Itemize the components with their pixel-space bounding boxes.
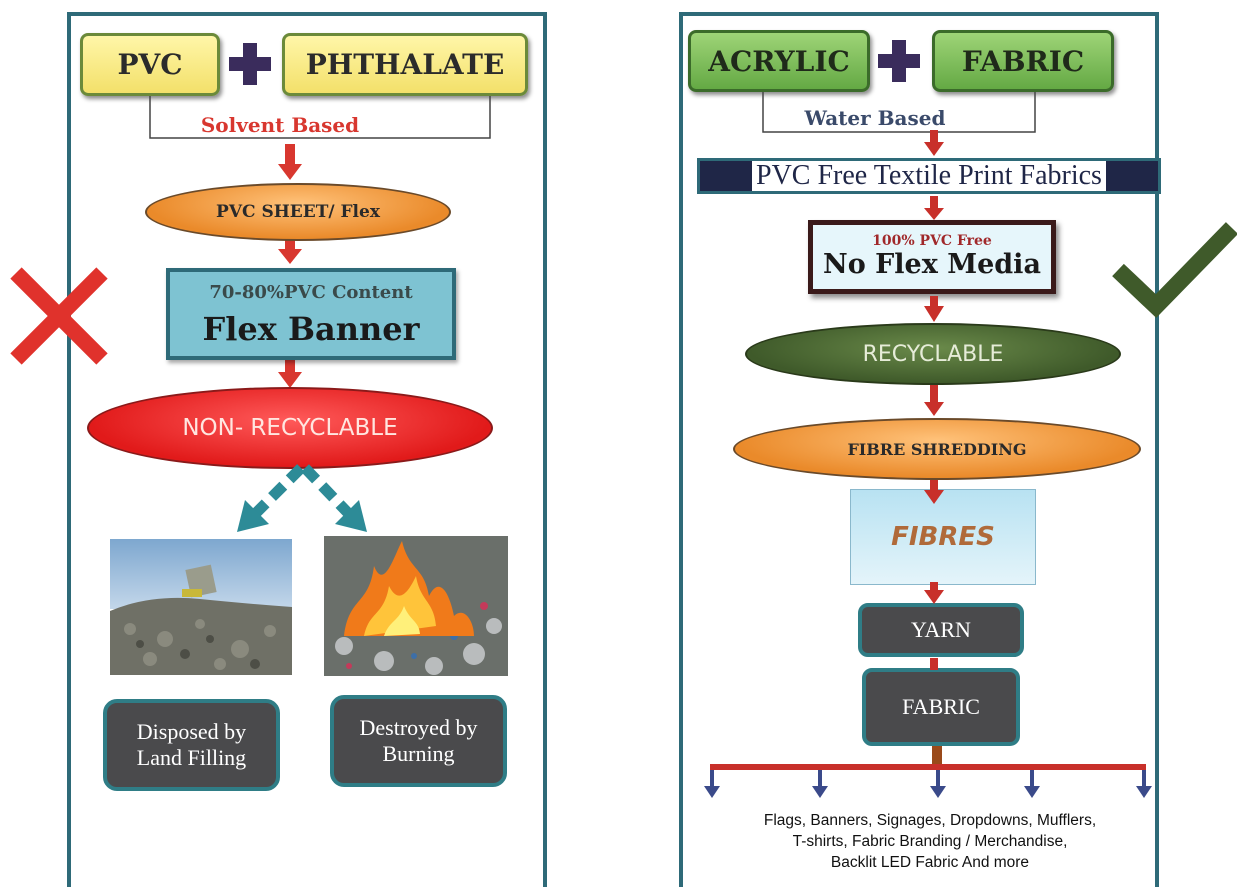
- burning-photo: [324, 536, 508, 676]
- solvent-bracket: [149, 96, 491, 139]
- water-label: Water Based: [804, 106, 946, 130]
- burning-box: Destroyed by Burning: [330, 695, 507, 787]
- check-icon: [1112, 222, 1237, 318]
- fabric-box: FABRIC: [862, 668, 1020, 746]
- uses-line-1: Flags, Banners, Signages, Dropdowns, Muf…: [763, 812, 1097, 829]
- distribution-arrows: [704, 746, 1152, 798]
- water-bracket: [762, 92, 1036, 133]
- fabric-box-top: FABRIC: [932, 30, 1114, 92]
- dashed-arrows: [237, 464, 367, 532]
- acrylic-box: ACRYLIC: [688, 30, 870, 92]
- textile-bar: PVC Free Textile Print Fabrics: [697, 158, 1161, 194]
- plus-icon-right: [878, 40, 920, 82]
- fibres-label: FIBRES: [891, 522, 995, 552]
- shredding-oval: FIBRE SHREDDING: [733, 418, 1141, 480]
- pvc-sheet-label: PVC SHEET/ Flex: [216, 202, 380, 222]
- landfill-box: Disposed by Land Filling: [103, 699, 280, 791]
- left-panel: [67, 12, 547, 887]
- left-flow-arrows: [278, 144, 302, 388]
- phthalate-box: PHTHALATE: [282, 33, 528, 96]
- pvc-sheet-oval: PVC SHEET/ Flex: [145, 183, 451, 241]
- fibres-box: FIBRES: [850, 489, 1036, 585]
- shredding-label: FIBRE SHREDDING: [847, 439, 1027, 459]
- landfill-photo: [110, 539, 292, 675]
- uses-line-2: T-shirts, Fabric Branding / Merchandise,: [792, 833, 1068, 850]
- solvent-label: Solvent Based: [200, 113, 360, 137]
- pvc-free-small-label: 100% PVC Free: [872, 233, 992, 249]
- pvc-content-label: 70-80%PVC Content: [209, 282, 413, 303]
- no-flex-label: No Flex Media: [823, 249, 1041, 280]
- recyclable-oval: RECYCLABLE: [745, 323, 1121, 385]
- cross-icon: [10, 267, 108, 365]
- uses-text: Flags, Banners, Signages, Dropdowns, Muf…: [700, 810, 1160, 873]
- pvc-box: PVC: [80, 33, 220, 96]
- flex-banner-box: 70-80%PVC Content Flex Banner: [166, 268, 456, 360]
- non-recyclable-label: NON- RECYCLABLE: [182, 415, 398, 441]
- recyclable-label: RECYCLABLE: [862, 341, 1004, 367]
- right-flow-arrows: [924, 130, 944, 670]
- yarn-box: YARN: [858, 603, 1024, 657]
- flex-banner-label: Flex Banner: [202, 310, 420, 348]
- textile-label: PVC Free Textile Print Fabrics: [752, 161, 1106, 191]
- right-panel: [679, 12, 1159, 887]
- no-flex-box: 100% PVC Free No Flex Media: [808, 220, 1056, 294]
- non-recyclable-oval: NON- RECYCLABLE: [87, 387, 493, 469]
- uses-line-3: Backlit LED Fabric And more: [830, 854, 1030, 871]
- plus-icon: [229, 43, 271, 85]
